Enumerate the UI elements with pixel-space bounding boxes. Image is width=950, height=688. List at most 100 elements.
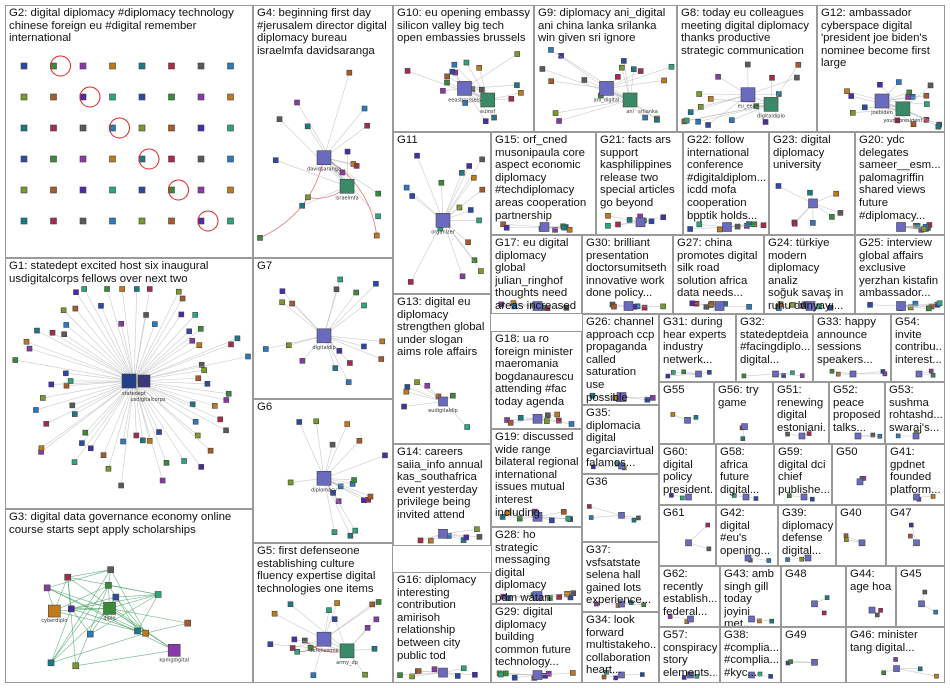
hub-node-g4-0[interactable]: [316, 150, 332, 165]
node-g32-2[interactable]: [741, 373, 747, 379]
node-g30-5[interactable]: [660, 303, 666, 310]
node-g2-3-1[interactable]: [50, 155, 57, 163]
node-g14-0[interactable]: [428, 537, 434, 544]
node-g1-29[interactable]: [43, 421, 50, 427]
node-g10-10[interactable]: [449, 68, 456, 75]
node-g7-10[interactable]: [347, 360, 353, 366]
node-g1-16[interactable]: [140, 437, 146, 444]
node-g16-6[interactable]: [397, 672, 403, 678]
node-g1-30[interactable]: [69, 402, 76, 409]
node-g45-1[interactable]: [933, 609, 938, 615]
node-g13-7[interactable]: [403, 388, 410, 395]
node-g9-4[interactable]: [642, 114, 648, 121]
group-g53[interactable]: G53: sushma rohtashd... swaraj's...: [885, 382, 945, 444]
node-g43-0[interactable]: [757, 618, 762, 624]
node-g5-12[interactable]: [326, 607, 332, 613]
node-g8-12[interactable]: [687, 109, 694, 115]
node-g29-7[interactable]: [570, 670, 576, 676]
node-g11-9[interactable]: [407, 279, 414, 285]
node-g11-13[interactable]: [479, 186, 486, 193]
hub-node-g26-0[interactable]: [616, 392, 627, 402]
node-g1-8[interactable]: [194, 432, 201, 439]
node-g1-57[interactable]: [179, 295, 186, 302]
node-g2-0-2[interactable]: [79, 62, 87, 70]
node-g9-2[interactable]: [615, 74, 621, 80]
node-g62-0[interactable]: [667, 614, 673, 619]
node-g19-7[interactable]: [499, 514, 506, 520]
node-g9-14[interactable]: [637, 68, 644, 74]
node-g2-1-7[interactable]: [227, 93, 234, 101]
node-g18-7[interactable]: [507, 420, 514, 426]
node-g9-9[interactable]: [621, 58, 627, 64]
node-g44-0[interactable]: [878, 608, 883, 613]
group-g55[interactable]: G55: [659, 382, 714, 444]
node-g1-41[interactable]: [49, 329, 56, 336]
node-g26-5[interactable]: [649, 395, 656, 401]
node-g6-7[interactable]: [335, 498, 342, 505]
node-g24-4[interactable]: [777, 301, 784, 308]
node-g44-1[interactable]: [875, 612, 880, 618]
node-g45-0[interactable]: [922, 589, 928, 595]
node-g56-0[interactable]: [740, 436, 746, 441]
group-g61[interactable]: G61: [659, 505, 716, 566]
node-g11-17[interactable]: [438, 179, 445, 186]
node-g9-11[interactable]: [556, 118, 562, 124]
node-g11-2[interactable]: [466, 163, 473, 169]
group-g36[interactable]: G36: [582, 474, 659, 542]
node-g29-6[interactable]: [545, 670, 552, 677]
node-g6-12[interactable]: [337, 483, 344, 490]
group-g28[interactable]: G28: ho strategic messaging digital dipl…: [491, 527, 582, 604]
node-g19-0[interactable]: [560, 509, 567, 515]
node-g7-2[interactable]: [378, 356, 385, 362]
node-g1-60[interactable]: [186, 328, 192, 335]
node-g9-8[interactable]: [668, 63, 675, 70]
node-g34-1[interactable]: [613, 675, 618, 681]
node-g1-25[interactable]: [82, 429, 89, 436]
node-g1-40[interactable]: [34, 327, 40, 334]
hub-node-g58-0[interactable]: [742, 493, 750, 501]
node-g12-0[interactable]: [923, 116, 930, 123]
node-g46-2[interactable]: [934, 673, 939, 679]
node-g2-0-7[interactable]: [227, 62, 234, 70]
node-g1-0[interactable]: [204, 381, 211, 387]
node-g12-11[interactable]: [935, 123, 942, 130]
node-g31-3[interactable]: [681, 369, 686, 375]
group-g49[interactable]: G49: [781, 627, 846, 683]
node-g1-1[interactable]: [225, 390, 232, 397]
node-g11-10[interactable]: [479, 156, 485, 163]
node-g23-7[interactable]: [810, 220, 816, 226]
node-g1-46[interactable]: [73, 289, 79, 296]
node-g1-9[interactable]: [207, 447, 214, 454]
node-g27-3[interactable]: [746, 304, 752, 310]
hub-node-g1-corps[interactable]: [137, 374, 151, 388]
group-g23[interactable]: G23: digital diplomacy university: [769, 132, 855, 235]
node-g21-2[interactable]: [648, 218, 655, 225]
node-g9-0[interactable]: [661, 77, 667, 84]
group-g52[interactable]: G52: peace proposed talks...: [829, 382, 885, 444]
node-g2-0-6[interactable]: [197, 62, 205, 70]
hub-node-g7-0[interactable]: [316, 328, 332, 344]
node-g10-6[interactable]: [514, 51, 521, 57]
node-g1-42[interactable]: [61, 331, 67, 338]
node-g1-65[interactable]: [228, 341, 234, 348]
node-g10-16[interactable]: [479, 86, 485, 93]
node-g17-4[interactable]: [563, 305, 570, 311]
hub-node-g43-0[interactable]: [748, 615, 755, 623]
group-g2[interactable]: G2: digital diplomacy #diplomacy technol…: [5, 5, 253, 258]
node-g52-0[interactable]: [870, 432, 876, 438]
node-g4-12[interactable]: [375, 190, 381, 197]
node-g2-1-0[interactable]: [20, 93, 28, 101]
node-g6-5[interactable]: [296, 419, 303, 425]
hub-node-g34-0[interactable]: [618, 671, 625, 679]
node-g2-4-2[interactable]: [79, 186, 87, 194]
hub-node-g39-0[interactable]: [804, 554, 812, 562]
node-g5-13[interactable]: [331, 616, 338, 622]
node-g1-15[interactable]: [146, 438, 153, 444]
node-g21-6[interactable]: [626, 217, 633, 223]
node-g10-2[interactable]: [491, 114, 497, 121]
node-g1-13[interactable]: [163, 460, 170, 466]
node-g54-0[interactable]: [930, 372, 936, 378]
node-g2-4-0[interactable]: [20, 186, 28, 194]
node-g37-1[interactable]: [594, 601, 599, 607]
